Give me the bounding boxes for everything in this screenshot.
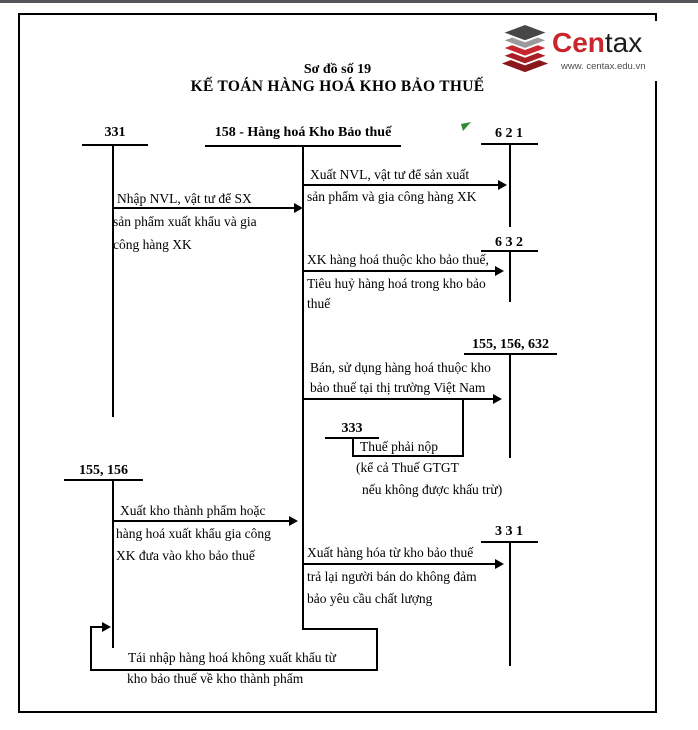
logo-text-dark: tax [604, 27, 643, 58]
account-155-156-label: 155, 156 [79, 463, 128, 478]
arrow-shaft [303, 184, 499, 186]
flow-label-line: bảo thuế tại thị trường Việt Nam [310, 380, 486, 395]
account-155-156-632-label: 155, 156, 632 [472, 337, 549, 352]
scan-top-edge [0, 0, 698, 3]
flow-label-line: Nhập NVL, vật tư để SX [117, 191, 252, 206]
account-331-bottom-label: 3 3 1 [495, 524, 523, 539]
arrow-shaft [113, 520, 290, 522]
account-632-bar [481, 250, 538, 252]
diagram-number-title: Sơ đồ số 19 [303, 62, 372, 77]
arrow-shaft [303, 270, 496, 272]
flow-label-line: XK hàng hoá thuộc kho bảo thuế, [307, 252, 489, 267]
account-155-156-632-bar [464, 353, 557, 355]
account-155-156-632-stem [509, 355, 511, 458]
flow-label-line: Thuế phải nộp [360, 439, 438, 454]
logo-text-red: Cen [552, 27, 605, 58]
flow-label-line: công hàng XK [113, 237, 192, 252]
account-331-bottom-bar [481, 541, 538, 543]
account-158-stem [302, 147, 304, 630]
page-border [18, 13, 657, 713]
account-333-bar [325, 437, 379, 439]
centax-wordmark: Centax [552, 29, 642, 57]
account-632-label: 6 3 2 [495, 235, 523, 250]
flow-label-line: Xuất kho thành phẩm hoặc [120, 503, 266, 518]
arrow-head-icon [493, 394, 502, 404]
account-158-bar [205, 145, 401, 147]
flow-label-line: thuế [307, 296, 331, 311]
centax-logo: Centax www. centax.edu.vn [497, 21, 667, 81]
account-331-top-bar [82, 144, 148, 146]
arrow-shaft [90, 626, 103, 628]
loop-right-line [376, 628, 378, 671]
tax-connector-riser [462, 400, 464, 457]
flow-label-line: sản phẩm và gia công hàng XK [307, 189, 477, 204]
arrow-head-icon [294, 203, 303, 213]
account-155-156-stem [112, 481, 114, 648]
flow-label-line: nếu không được khấu trừ) [362, 482, 503, 497]
flow-label-line: sản phẩm xuất khẩu và gia [113, 214, 257, 229]
arrow-head-icon [495, 266, 504, 276]
arrow-shaft [303, 398, 494, 400]
centax-diamond-icon [499, 24, 551, 73]
account-333-label: 333 [341, 421, 363, 436]
flow-label-line: trả lại người bán do không đảm [307, 569, 477, 584]
loop-left-line [90, 626, 92, 671]
flow-label-line: (kể cả Thuế GTGT [356, 460, 459, 475]
tax-connector-line [352, 455, 464, 457]
flow-label-line: Xuất hàng hóa từ kho bảo thuế [307, 545, 474, 560]
flow-label-line: hàng hoá xuất khẩu gia công [116, 526, 271, 541]
arrow-head-icon [498, 180, 507, 190]
arrow-head-icon [102, 622, 111, 632]
arrow-head-icon [495, 559, 504, 569]
arrow-shaft [303, 563, 496, 565]
loop-bottom-line [90, 669, 378, 671]
account-333-stem [352, 439, 354, 457]
arrow-shaft [113, 207, 295, 209]
flow-label-line: Tiêu huỷ hàng hoá trong kho bảo [307, 276, 486, 291]
logo-website: www. centax.edu.vn [561, 61, 646, 72]
flow-label-line: bảo yêu cầu chất lượng [307, 591, 433, 606]
green-marker-icon [461, 122, 471, 131]
loop-top-right-line [303, 628, 378, 630]
account-158-label: 158 - Hàng hoá Kho Bảo thuế [214, 125, 392, 140]
arrow-head-icon [289, 516, 298, 526]
account-621-label: 6 2 1 [495, 126, 523, 141]
flow-label-line: Bán, sử dụng hàng hoá thuộc kho [310, 360, 491, 375]
account-621-bar [481, 143, 538, 145]
account-331-top-stem [112, 146, 114, 417]
account-155-156-bar [64, 479, 143, 481]
diagram-main-title: KẾ TOÁN HÀNG HOÁ KHO BẢO THUẾ [190, 78, 485, 95]
flow-label-line: Xuất NVL, vật tư để sản xuất [310, 167, 470, 182]
account-621-stem [509, 145, 511, 227]
account-331-bottom-stem [509, 543, 511, 666]
account-331-top-label: 331 [104, 125, 126, 140]
flow-label-line: XK đưa vào kho bảo thuế [116, 548, 255, 563]
flow-label-line: Tái nhập hàng hoá không xuất khẩu từ [128, 650, 336, 665]
account-632-stem [509, 252, 511, 302]
flow-label-line: kho bảo thuế về kho thành phẩm [127, 671, 304, 686]
